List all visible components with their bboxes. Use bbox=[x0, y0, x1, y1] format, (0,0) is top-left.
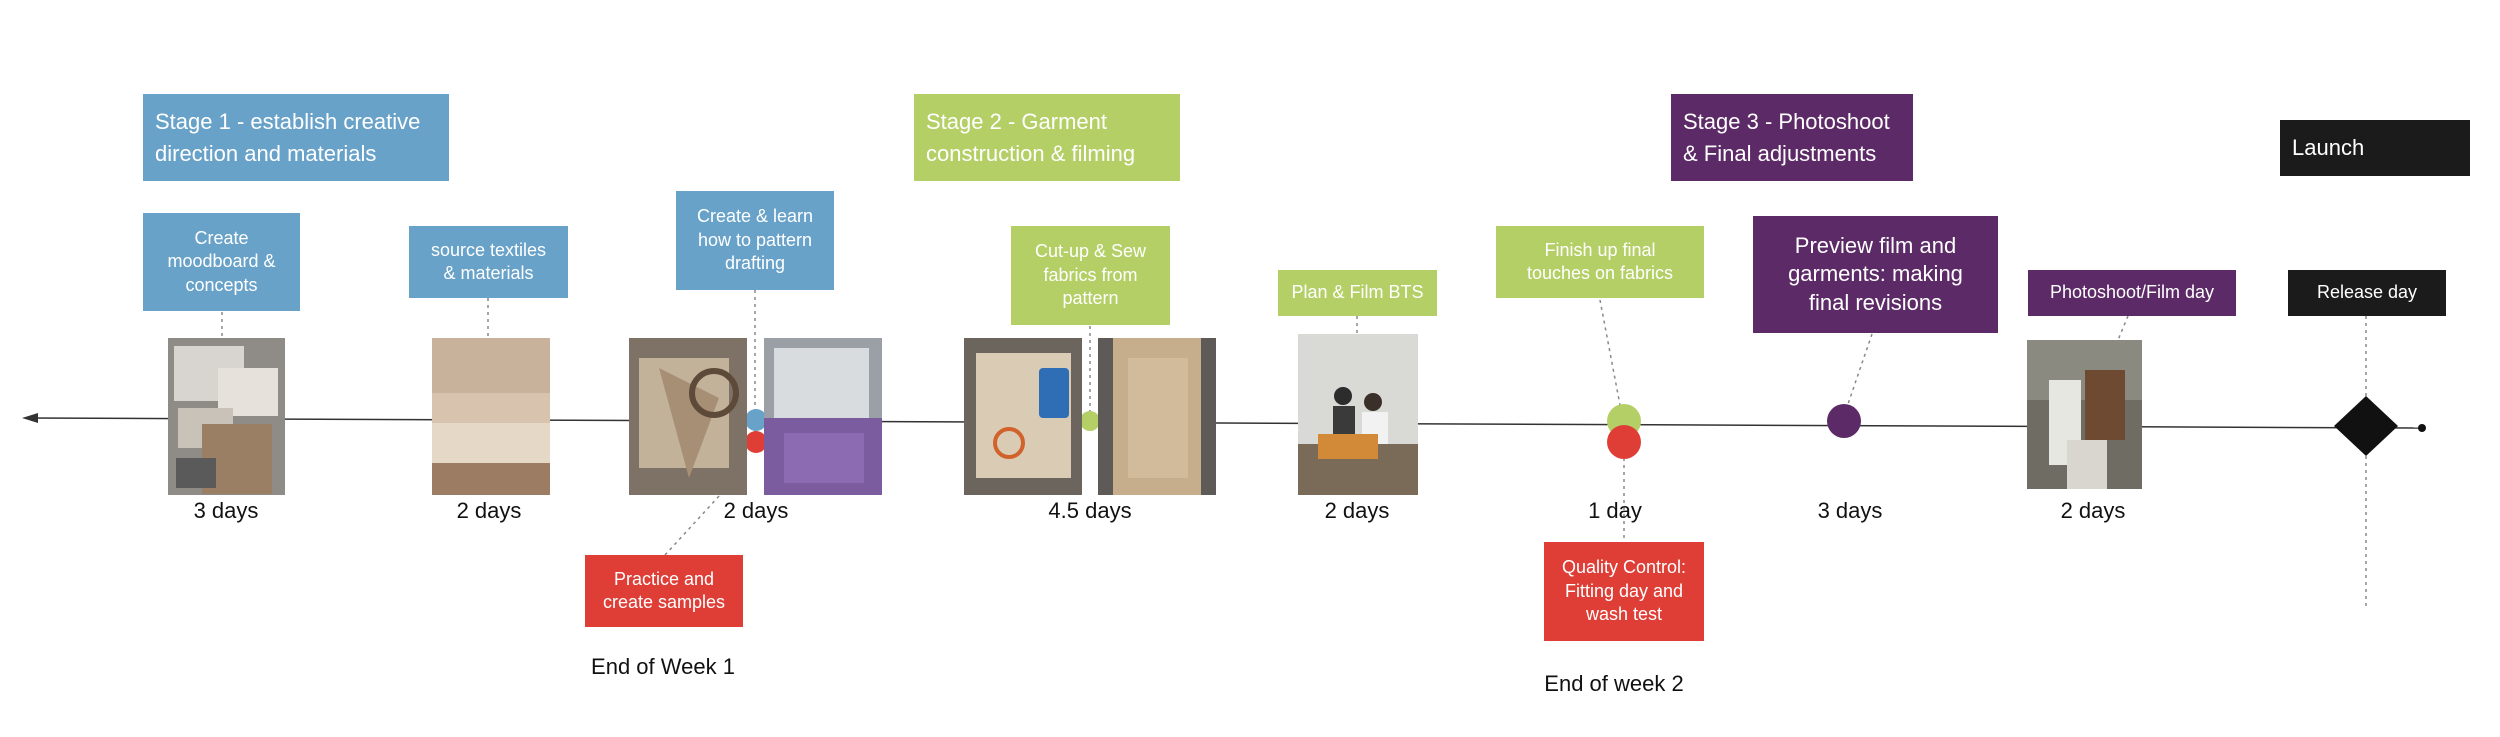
task-preview: Preview film and garments: making final … bbox=[1753, 216, 1998, 333]
release-diamond bbox=[2334, 396, 2398, 456]
timeline-arrowhead bbox=[22, 413, 38, 423]
duration-label: 3 days bbox=[193, 498, 259, 523]
photo-pattern-b bbox=[764, 338, 882, 495]
milestone-week1: End of Week 1 bbox=[591, 654, 735, 679]
connector-photoshoot bbox=[2117, 315, 2129, 341]
photo-moodboard bbox=[168, 338, 285, 495]
duration-label: 1 day bbox=[1588, 498, 1642, 523]
milestone-dot-pattern-red bbox=[745, 431, 767, 453]
task-moodboard: Create moodboard & concepts bbox=[143, 213, 300, 311]
milestone-dot-pattern-blue bbox=[745, 409, 767, 431]
stage2-header: Stage 2 - Garment construction & filming bbox=[914, 94, 1180, 181]
connector-preview bbox=[1847, 333, 1873, 405]
milestone-dot-cutsew bbox=[1080, 411, 1100, 431]
milestone-dot-preview bbox=[1827, 404, 1861, 438]
duration-label: 3 days bbox=[1817, 498, 1883, 523]
stage1-header: Stage 1 - establish creative direction a… bbox=[143, 94, 449, 181]
task-pattern: Create & learn how to pattern drafting bbox=[676, 191, 834, 290]
photo-cutsew-b bbox=[1098, 338, 1216, 495]
task-release: Release day bbox=[2288, 270, 2446, 316]
photo-planfilm bbox=[1298, 334, 1418, 495]
task-planfilm: Plan & Film BTS bbox=[1278, 270, 1437, 316]
duration-label: 4.5 days bbox=[1048, 498, 1132, 523]
duration-label: 2 days bbox=[723, 498, 789, 523]
task-samples: Practice and create samples bbox=[585, 555, 743, 627]
task-photoshoot: Photoshoot/Film day bbox=[2028, 270, 2236, 316]
timeline-axis bbox=[27, 417, 2421, 429]
duration-label: 2 days bbox=[1324, 498, 1390, 523]
duration-label: 2 days bbox=[456, 498, 522, 523]
launch-header: Launch bbox=[2280, 120, 2470, 176]
task-qc: Quality Control: Fitting day and wash te… bbox=[1544, 542, 1704, 641]
milestone-week2: End of week 2 bbox=[1544, 671, 1684, 696]
photo-textiles bbox=[432, 338, 550, 495]
photo-photoshoot bbox=[2027, 340, 2142, 489]
photo-cutsew-a bbox=[964, 338, 1082, 495]
connector-finish bbox=[1599, 299, 1621, 406]
duration-label: 2 days bbox=[2060, 498, 2126, 523]
stage3-header: Stage 3 - Photoshoot & Final adjustments bbox=[1671, 94, 1913, 181]
task-textiles: source textiles & materials bbox=[409, 226, 568, 298]
task-cutsew: Cut-up & Sew fabrics from pattern bbox=[1011, 226, 1170, 325]
milestone-dot-qc bbox=[1607, 425, 1641, 459]
task-finish: Finish up final touches on fabrics bbox=[1496, 226, 1704, 298]
photo-pattern-a bbox=[629, 338, 747, 495]
timeline-end-dot bbox=[2418, 424, 2426, 432]
